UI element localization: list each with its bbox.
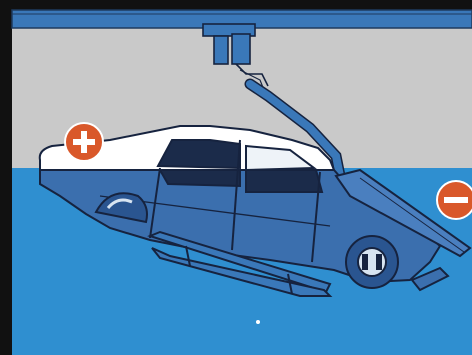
bath-highlight bbox=[256, 320, 260, 324]
positive-terminal-badge: + bbox=[65, 123, 103, 161]
negative-terminal-badge: − bbox=[437, 181, 472, 219]
